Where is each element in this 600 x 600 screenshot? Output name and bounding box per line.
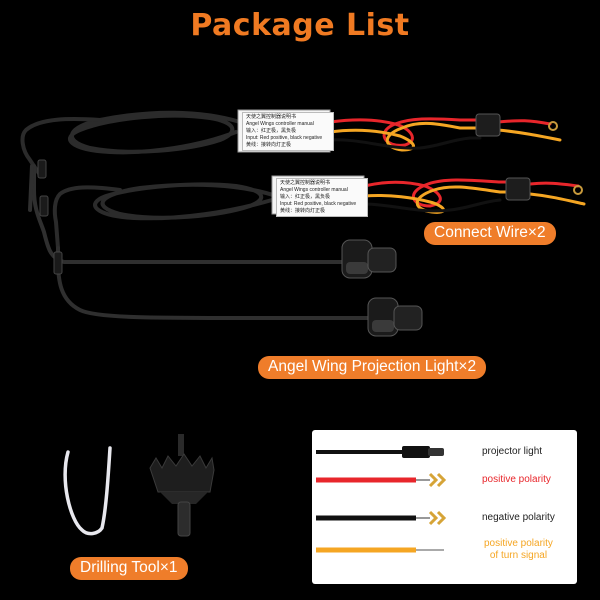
upper-cable-coil [20, 110, 242, 177]
manual-line-en: Input: Red positive, black negative [280, 201, 357, 207]
manual-line-cn: 输入：红正极，黑负极 [280, 194, 331, 200]
spade-terminal-lower [573, 185, 583, 195]
inline-fuse-lower [505, 177, 531, 201]
manual-title-en: Angel Wings controller manual [280, 187, 348, 193]
projection-light-2 [367, 297, 423, 337]
upper-signal-wires [328, 117, 562, 152]
legend-turn-signal-line1: positive polarity [484, 538, 553, 549]
lower-signal-wires [362, 178, 586, 214]
legend-wires [316, 446, 447, 553]
manual-line-en: Input: Red positive, black negative [246, 135, 323, 141]
connector-1 [37, 159, 47, 179]
legend-turn-signal-line2: of turn signal [489, 550, 548, 561]
manual-line3-cn: 黄线：接转向灯正极 [246, 142, 292, 148]
connector-2 [39, 195, 49, 217]
projection-light-1 [341, 239, 397, 279]
wiring-legend: projector light positive polarity negati… [312, 430, 577, 584]
manual-text-lower: 天使之翼控制器说明书 Angel Wings controller manual… [276, 178, 368, 217]
inline-fuse-upper [475, 113, 501, 137]
spade-terminal-upper [548, 121, 558, 131]
connector-3 [53, 251, 63, 275]
legend-spade-red [428, 472, 447, 488]
lower-cable-coil [52, 182, 278, 250]
legend-connector [402, 446, 430, 458]
crown-drill-bit [149, 434, 215, 537]
projection-light-badge: Angel Wing Projection Light×2 [258, 356, 487, 379]
manual-line-cn: 输入：红正极，黑负极 [246, 128, 297, 134]
manual-title-cn: 天使之翼控制器说明书 [246, 114, 297, 120]
legend-positive-polarity: positive polarity [482, 474, 551, 485]
wire-puller [63, 446, 112, 536]
legend-negative-polarity: negative polarity [482, 512, 555, 523]
legend-spade-black [428, 510, 447, 526]
manual-title-en: Angel Wings controller manual [246, 121, 314, 127]
manual-line3-cn: 黄线：接转向灯正极 [280, 208, 326, 214]
drilling-tool-badge: Drilling Tool×1 [70, 557, 188, 580]
page-title: Package List [190, 8, 410, 43]
legend-turn-signal: positive polarity of turn signal [484, 538, 553, 562]
legend-projector-light: projector light [482, 446, 543, 457]
manual-title-cn: 天使之翼控制器说明书 [280, 180, 331, 186]
lower-left-cable [56, 246, 372, 320]
connect-wire-badge: Connect Wire×2 [424, 222, 556, 245]
manual-text-upper: 天使之翼控制器说明书 Angel Wings controller manual… [242, 112, 334, 151]
